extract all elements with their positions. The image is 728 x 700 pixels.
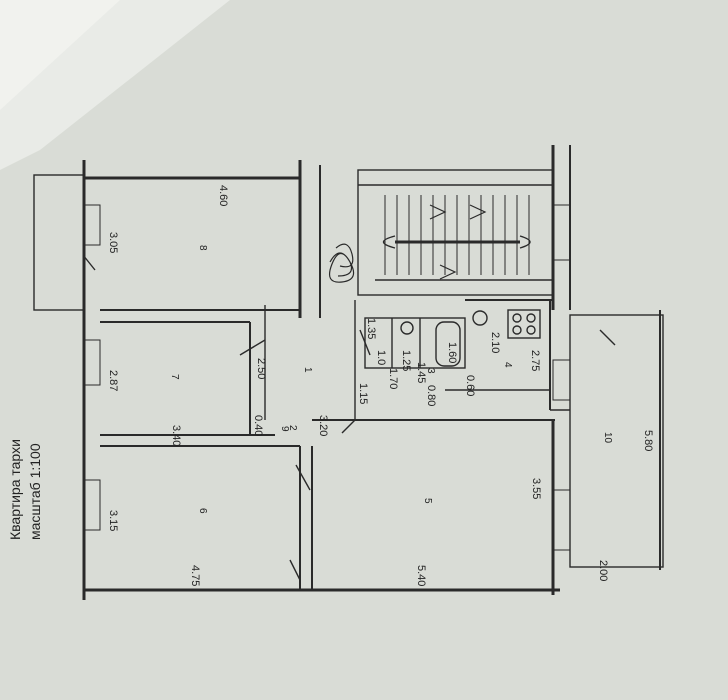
room-number-4: 4: [502, 362, 513, 368]
plan-title: Квартира тархи: [7, 439, 23, 540]
dim-0-40: 0.40: [252, 415, 264, 436]
dim-0-80: 0.80: [425, 385, 437, 406]
room-number-5: 5: [422, 498, 433, 504]
walls: [33, 145, 664, 600]
dim-2-00: 2.00: [597, 560, 609, 581]
room-number-10: 10: [602, 432, 613, 444]
dim-1-60: 1.60: [446, 342, 458, 363]
dim-4-75: 4.75: [189, 565, 201, 586]
dim-2-10: 2.10: [489, 332, 501, 353]
bathtub: [435, 321, 461, 367]
balcony-right: [569, 314, 664, 568]
scribble-mark: [329, 243, 355, 283]
dim-5-40: 5.40: [415, 565, 427, 586]
dim-1-25: 1.25: [400, 350, 412, 371]
dim-1-35: 1.35: [365, 318, 377, 339]
dim-3-20: 3.20: [317, 415, 329, 436]
dim-4-60: 4.60: [217, 185, 229, 206]
paper-glare-2: [0, 0, 120, 110]
room-number-6: 6: [197, 508, 208, 514]
dim-3-15: 3.15: [107, 510, 119, 531]
dim-1-45: 1.45: [415, 362, 427, 383]
room-number-1: 1: [302, 367, 313, 373]
dim-1-0: 1.0: [375, 350, 387, 365]
dim-2-87: 2.87: [107, 370, 119, 391]
plan-scale: масштаб 1:100: [27, 443, 43, 540]
kitchen-sink: [472, 310, 488, 326]
dim-1-15: 1.15: [357, 383, 369, 404]
room-number-8: 8: [197, 245, 208, 251]
dim-1-70: 1.70: [387, 368, 399, 389]
room-number-9: 9: [279, 426, 290, 432]
room-number-2: 2: [287, 425, 298, 431]
dim-3-40: 3.40: [170, 425, 182, 446]
dim-5-80: 5.80: [642, 430, 654, 451]
dim-2-50: 2.50: [255, 358, 267, 379]
room-number-3: 3: [425, 368, 436, 374]
dim-3-05: 3.05: [107, 232, 119, 253]
room-number-7: 7: [169, 374, 180, 380]
dim-2-75: 2.75: [529, 350, 541, 371]
stove: [507, 309, 541, 339]
dim-3-55: 3.55: [530, 478, 542, 499]
dim-0-60: 0.60: [464, 375, 476, 396]
